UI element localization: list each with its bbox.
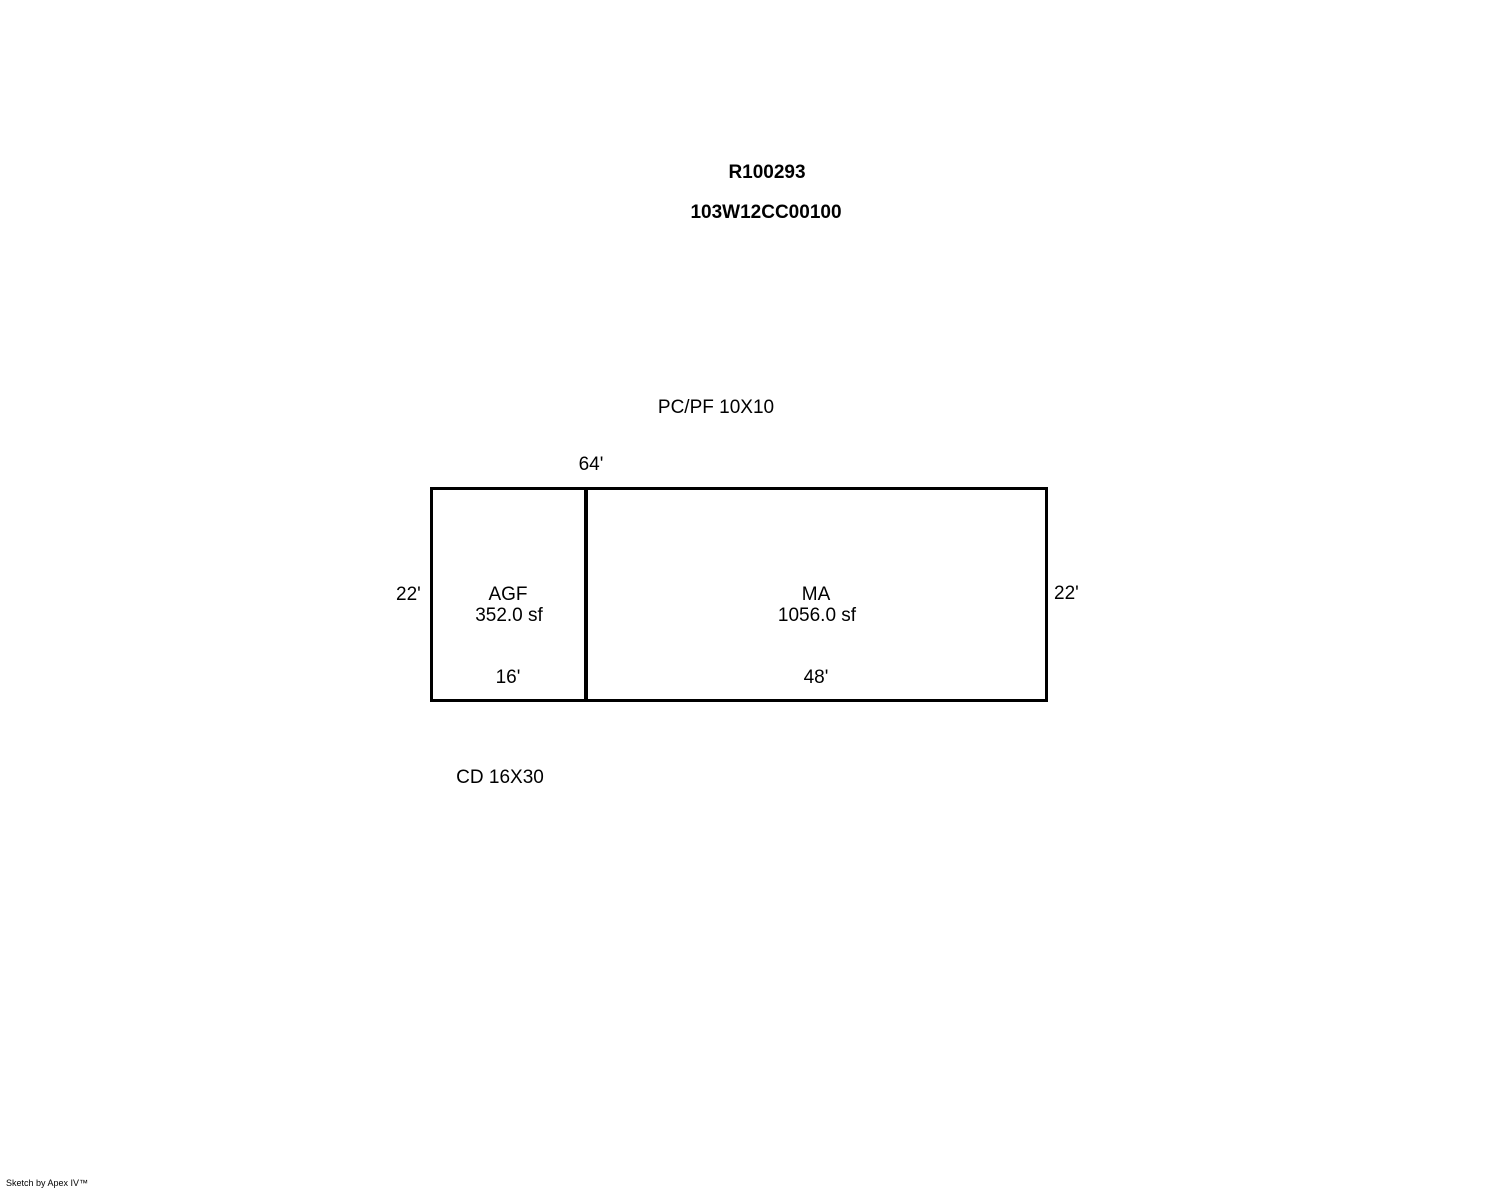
footer-credit: Sketch by Apex IV™ bbox=[6, 1178, 89, 1188]
account-number: R100293 bbox=[728, 162, 806, 183]
agf-label: AGF bbox=[488, 584, 528, 605]
dim-left: 22' bbox=[396, 584, 421, 605]
dim-ma-bottom: 48' bbox=[803, 667, 829, 688]
dim-top: 64' bbox=[578, 454, 604, 475]
area-ma bbox=[584, 487, 1048, 702]
ma-label: MA bbox=[801, 584, 831, 605]
map-number: 103W12CC00100 bbox=[690, 202, 842, 223]
agf-size: 352.0 sf bbox=[475, 605, 543, 626]
dim-agf-bottom: 16' bbox=[495, 667, 521, 688]
bottom-note: CD 16X30 bbox=[456, 767, 544, 788]
ma-size: 1056.0 sf bbox=[777, 605, 857, 626]
dim-right: 22' bbox=[1054, 583, 1079, 604]
top-note: PC/PF 10X10 bbox=[657, 397, 775, 418]
